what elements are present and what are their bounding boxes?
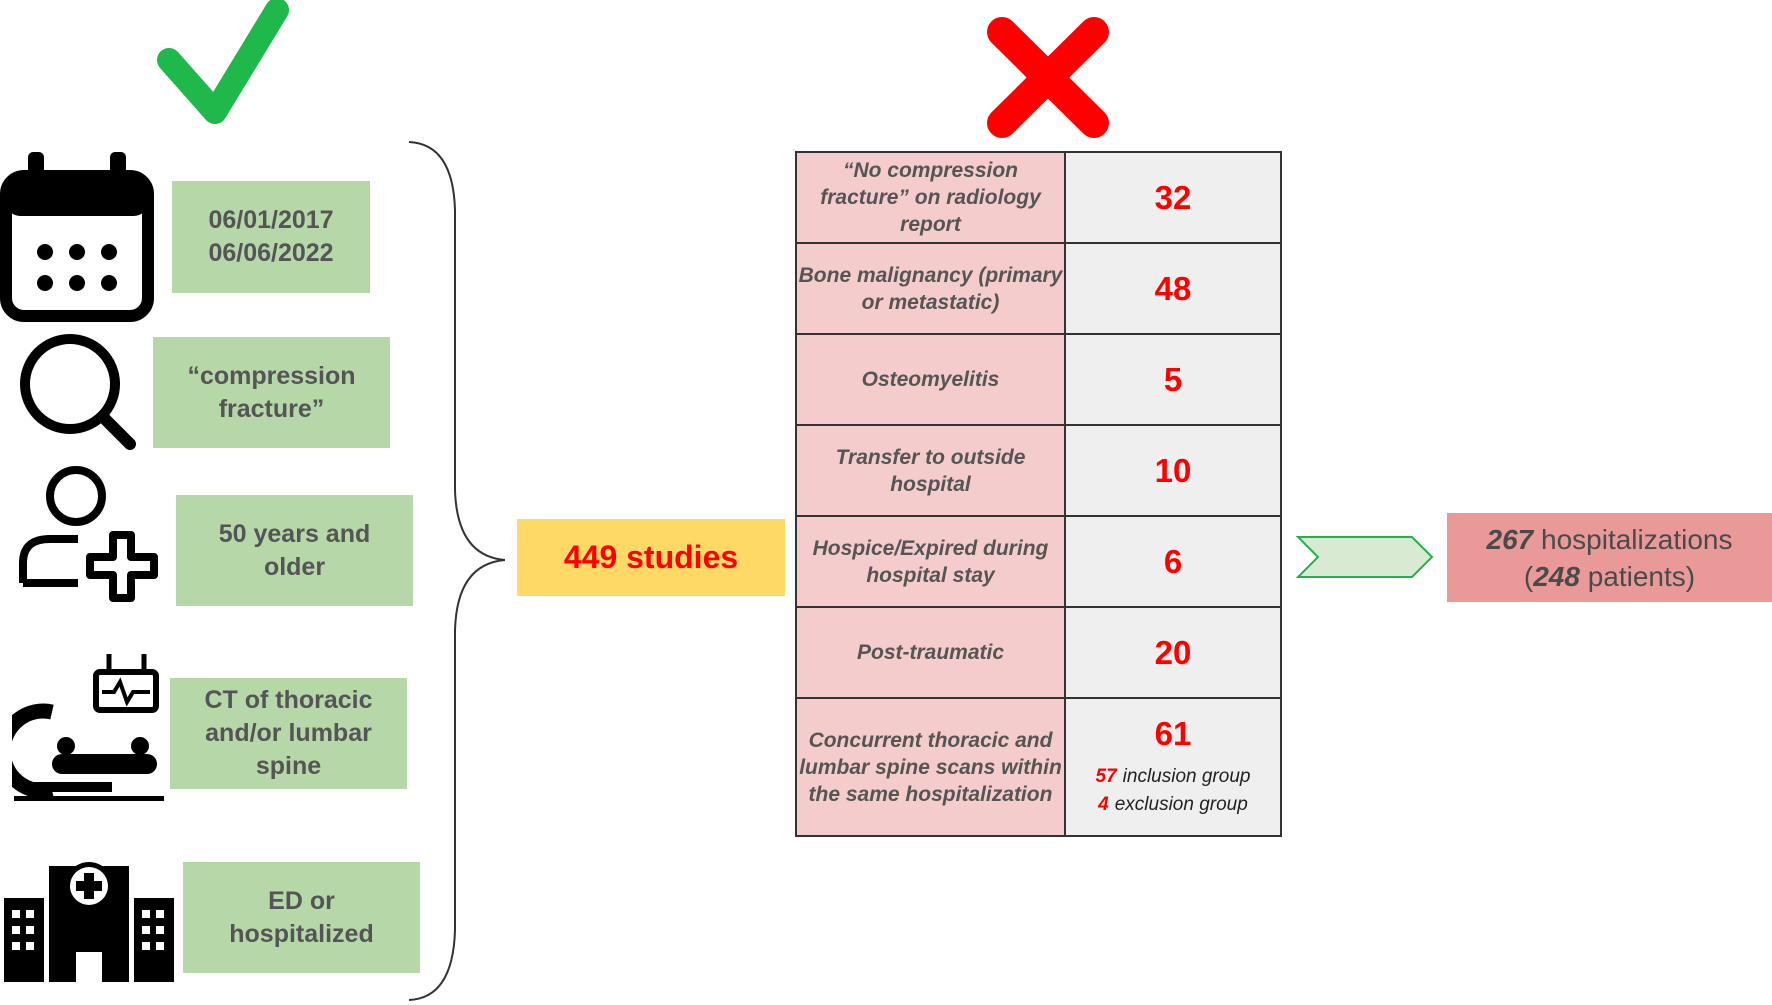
exclusion-table: “No compression fracture” on radiology r… bbox=[795, 151, 1282, 837]
exclusion-row: Post-traumatic 20 bbox=[795, 606, 1282, 699]
calendar-icon bbox=[0, 152, 154, 322]
breakdown-count: 4 bbox=[1098, 794, 1109, 815]
exclusion-reason: Osteomyelitis bbox=[795, 333, 1066, 426]
patients-label: patients) bbox=[1579, 560, 1696, 592]
x-mark-icon bbox=[987, 17, 1109, 138]
chevron-arrow-icon bbox=[1296, 536, 1434, 578]
exclusion-row: “No compression fracture” on radiology r… bbox=[795, 151, 1282, 244]
exclusion-count: 6 bbox=[1064, 515, 1282, 608]
hospitalizations-count: 267 bbox=[1486, 523, 1534, 555]
criterion-date-range: 06/01/2017 06/06/2022 bbox=[172, 181, 370, 293]
breakdown-count: 57 bbox=[1095, 766, 1117, 787]
exclusion-row: Transfer to outside hospital 10 bbox=[795, 424, 1282, 517]
exclusion-reason: Post-traumatic bbox=[795, 606, 1066, 699]
result-box: 267 hospitalizations (248 patients) bbox=[1447, 513, 1772, 602]
patients-count: 248 bbox=[1533, 560, 1580, 592]
exclusion-count: 20 bbox=[1064, 606, 1282, 699]
criterion-search-term: “compression fracture” bbox=[153, 337, 390, 448]
exclusion-reason: Hospice/Expired during hospital stay bbox=[795, 515, 1066, 608]
exclusion-row: Osteomyelitis 5 bbox=[795, 333, 1282, 426]
hospitalizations-line: 267 hospitalizations bbox=[1487, 521, 1733, 558]
exclusion-reason: “No compression fracture” on radiology r… bbox=[795, 151, 1066, 244]
exclusion-reason: Bone malignancy (primary or metastatic) bbox=[795, 242, 1066, 335]
exclusion-count: 10 bbox=[1064, 424, 1282, 517]
exclusion-reason: Transfer to outside hospital bbox=[795, 424, 1066, 517]
search-icon bbox=[20, 334, 136, 450]
add-user-icon bbox=[19, 466, 158, 602]
exclusion-count: 61 bbox=[1154, 715, 1192, 752]
studies-total-box: 449 studies bbox=[517, 519, 785, 596]
breakdown-label: exclusion group bbox=[1114, 794, 1248, 815]
exclusion-reason: Concurrent thoracic and lumbar spine sca… bbox=[795, 697, 1066, 837]
patients-open: ( bbox=[1523, 560, 1534, 592]
check-mark-icon bbox=[157, 0, 289, 124]
exclusion-row: Concurrent thoracic and lumbar spine sca… bbox=[795, 697, 1282, 837]
exclusion-count: 48 bbox=[1064, 242, 1282, 335]
hospitalizations-label: hospitalizations bbox=[1533, 523, 1733, 555]
exclusion-row: Bone malignancy (primary or metastatic) … bbox=[795, 242, 1282, 335]
criterion-age: 50 years and older bbox=[176, 495, 413, 606]
hospital-icon bbox=[4, 862, 174, 982]
exclusion-row: Hospice/Expired during hospital stay 6 bbox=[795, 515, 1282, 608]
exclusion-count: 32 bbox=[1064, 151, 1282, 244]
criterion-setting: ED or hospitalized bbox=[183, 862, 420, 973]
curly-brace bbox=[408, 141, 505, 1001]
exclusion-count: 5 bbox=[1064, 333, 1282, 426]
criterion-imaging: CT of thoracic and/or lumbar spine bbox=[170, 678, 407, 789]
breakdown-label: inclusion group bbox=[1122, 766, 1251, 787]
patients-line: (248 patients) bbox=[1524, 558, 1695, 595]
ct-scanner-icon bbox=[12, 654, 164, 801]
